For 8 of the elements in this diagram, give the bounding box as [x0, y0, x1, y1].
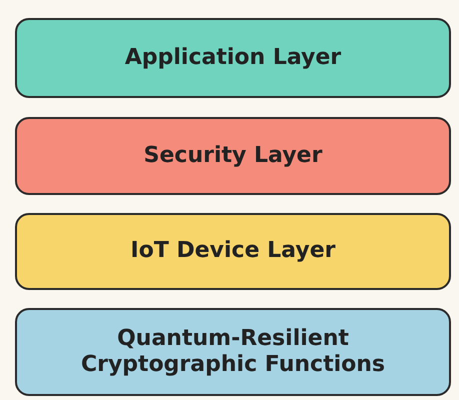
layer-label: Quantum-Resilient Cryptographic Functions [80, 326, 386, 378]
layer-box [15, 18, 451, 98]
layer-label: IoT Device Layer [130, 238, 336, 265]
layer-label: Application Layer [124, 44, 342, 72]
layer-box [15, 117, 451, 195]
layer-box [15, 308, 451, 396]
layer-box [15, 213, 451, 290]
layer-label: Security Layer [144, 142, 322, 170]
